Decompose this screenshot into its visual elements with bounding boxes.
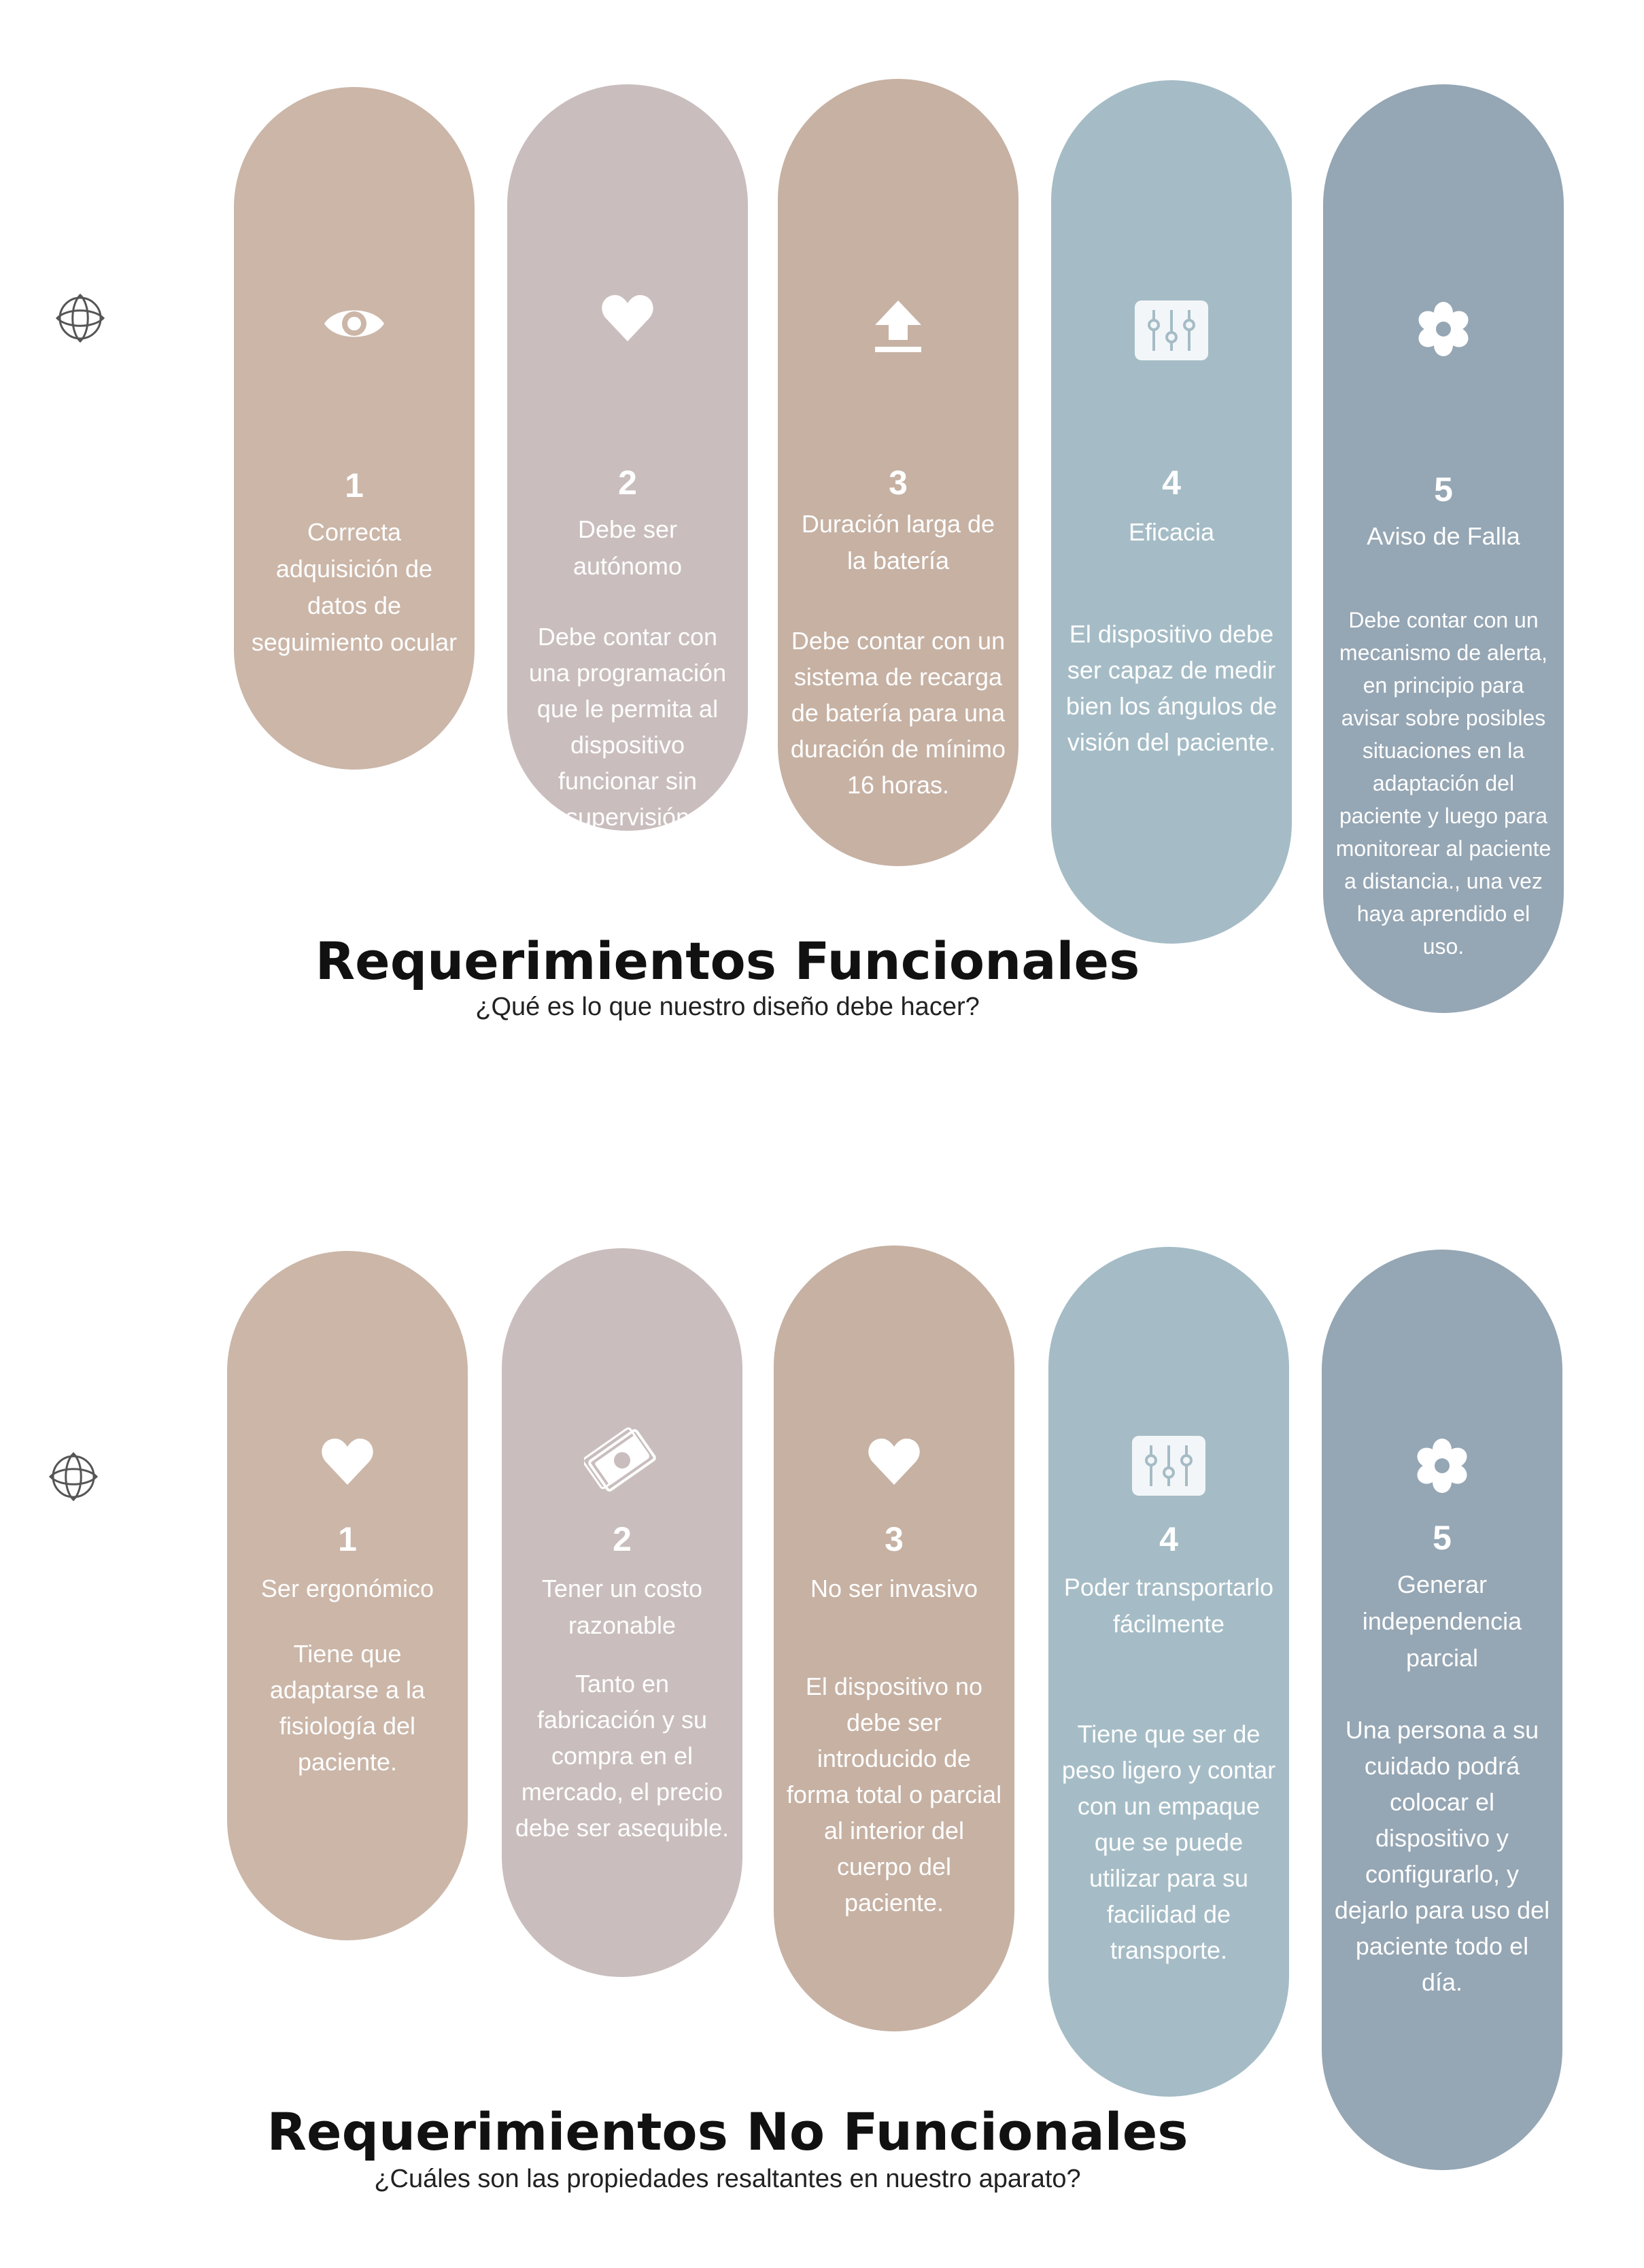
compass-flower-icon — [55, 293, 105, 343]
functional-subtitle: ¿Qué es lo que nuestro diseño debe hacer… — [475, 993, 980, 1021]
card-number: 5 — [1434, 470, 1453, 509]
card-title: Aviso de Falla — [1367, 522, 1520, 550]
eye-icon — [324, 310, 384, 337]
card-description: El dispositivo debe ser capaz de medir b… — [1065, 620, 1278, 756]
non-functional-card-4: 4 Poder transportarlo fácilmente Tiene q… — [1048, 1247, 1289, 2097]
functional-card-5: 5 Aviso de Falla Debe contar con un meca… — [1323, 84, 1564, 1013]
card-description: Tiene que adaptarse a la fisiología del … — [269, 1640, 426, 1776]
card-number: 2 — [618, 464, 637, 502]
upload-icon — [875, 300, 921, 352]
card-title: Tener un costo razonable — [541, 1575, 703, 1639]
card-number: 5 — [1433, 1519, 1452, 1557]
functional-card-3: 3 Duración larga de la batería Debe cont… — [778, 79, 1018, 866]
functional-card-1: 1 Correcta adquisición de datos de segui… — [234, 87, 475, 770]
card-title: Duración larga de la batería — [801, 510, 995, 574]
non-functional-subtitle: ¿Cuáles son las propiedades resaltantes … — [374, 2165, 1081, 2193]
money-icon — [584, 1427, 656, 1492]
card-title: Generar independencia parcial — [1362, 1570, 1522, 1672]
card-title: No ser invasivo — [810, 1575, 978, 1602]
non-functional-card-5: 5 Generar independencia parcial Una pers… — [1322, 1250, 1562, 2170]
card-title: Ser ergonómico — [260, 1575, 434, 1602]
heart-icon — [868, 1439, 920, 1485]
card-number: 1 — [338, 1520, 357, 1558]
sliders-icon — [1135, 300, 1208, 360]
card-description: Una persona a su cuidado podrá colocar e… — [1334, 1716, 1550, 1996]
card-description: Tiene que ser de peso ligero y contar co… — [1061, 1720, 1276, 1964]
compass-flower-icon — [48, 1451, 99, 1502]
flower-icon — [1417, 1439, 1467, 1493]
card-title: Debe ser autónomo — [572, 515, 683, 580]
functional-card-2: 2 Debe ser autónomo Debe contar con una … — [507, 84, 748, 867]
functional-title: Requerimientos Funcionales — [315, 931, 1140, 991]
card-number: 2 — [613, 1520, 632, 1558]
card-title: Poder transportarlo fácilmente — [1063, 1573, 1274, 1638]
card-title: Eficacia — [1128, 518, 1215, 546]
non-functional-title: Requerimientos No Funcionales — [267, 2101, 1188, 2162]
card-description: El dispositivo no debe ser introducido d… — [786, 1672, 1002, 1917]
card-title: Correcta adquisición de datos de seguimi… — [251, 518, 458, 656]
card-description: Debe contar con un sistema de recarga de… — [790, 627, 1006, 799]
card-description: Tanto en fabricación y su compra en el m… — [515, 1670, 730, 1842]
card-number: 4 — [1162, 464, 1181, 502]
card-number: 4 — [1159, 1520, 1178, 1558]
non-functional-card-1: 1 Ser ergonómico Tiene que adaptarse a l… — [227, 1251, 468, 1940]
non-functional-card-3: 3 No ser invasivo El dispositivo no debe… — [774, 1245, 1014, 2031]
card-number: 1 — [345, 466, 364, 504]
sliders-icon — [1132, 1436, 1205, 1496]
card-description: Debe contar con una programación que le … — [528, 623, 727, 867]
card-description: Debe contar con un mecanismo de alerta, … — [1335, 608, 1552, 959]
card-number: 3 — [885, 1520, 904, 1558]
functional-card-4: 4 Eficacia El dispositivo debe ser capaz… — [1051, 80, 1292, 944]
card-number: 3 — [889, 464, 908, 502]
heart-icon — [322, 1439, 373, 1485]
heart-icon — [602, 295, 653, 341]
flower-icon — [1418, 302, 1469, 356]
non-functional-card-2: 2 Tener un costo razonable Tanto en fabr… — [502, 1248, 742, 1977]
